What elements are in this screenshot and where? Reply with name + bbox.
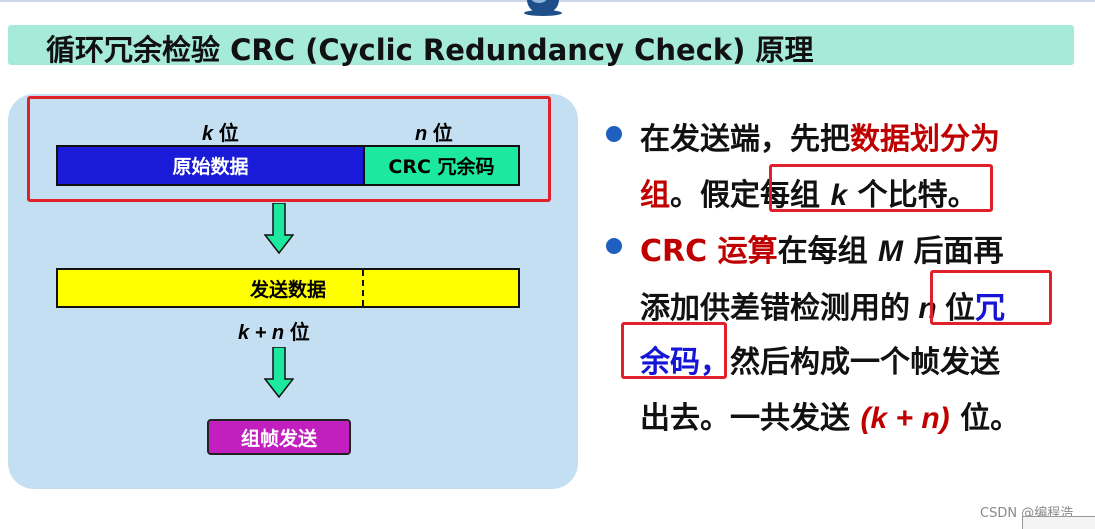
k-plus-n-bits-label: k + n 位 — [238, 322, 310, 344]
crc-redundancy-segment: CRC 冗余码 — [363, 145, 520, 186]
down-arrow-icon — [264, 347, 294, 399]
highlight-box-k-bits — [769, 164, 993, 212]
n-bits-label: n 位 — [415, 123, 453, 145]
segment-divider — [362, 270, 364, 306]
bullet-icon — [606, 238, 622, 254]
send-data-bar: 发送数据 — [56, 268, 520, 308]
down-arrow-icon — [264, 203, 294, 255]
original-data-segment: 原始数据 — [56, 145, 365, 186]
bullet2-line1: CRC 运算在每组 M 后面再 — [640, 234, 1004, 269]
page-title: 循环冗余检验 CRC (Cyclic Redundancy Check) 原理 — [46, 33, 814, 67]
frame-send-button: 组帧发送 — [207, 419, 351, 455]
globe-logo-icon — [524, 0, 562, 16]
highlight-box-redundancy — [621, 322, 727, 379]
bullet2-line3: 余码，然后构成一个帧发送 — [640, 345, 1000, 380]
bullet2-line2: 添加供差错检测用的 n 位冗 — [640, 291, 1005, 326]
bullet2-line4: 出去。一共发送 (k + n) 位。 — [640, 401, 1021, 436]
k-bits-label: k 位 — [202, 123, 239, 145]
highlight-box-bits — [27, 96, 551, 202]
send-data-label: 发送数据 — [249, 278, 326, 301]
bullet-icon — [606, 126, 622, 142]
bullet1-line1: 在发送端，先把数据划分为 — [640, 122, 1000, 157]
corner-widget — [1022, 516, 1095, 529]
title-bar: 循环冗余检验 CRC (Cyclic Redundancy Check) 原理 — [8, 25, 1074, 67]
highlight-box-n-bits — [930, 270, 1052, 325]
